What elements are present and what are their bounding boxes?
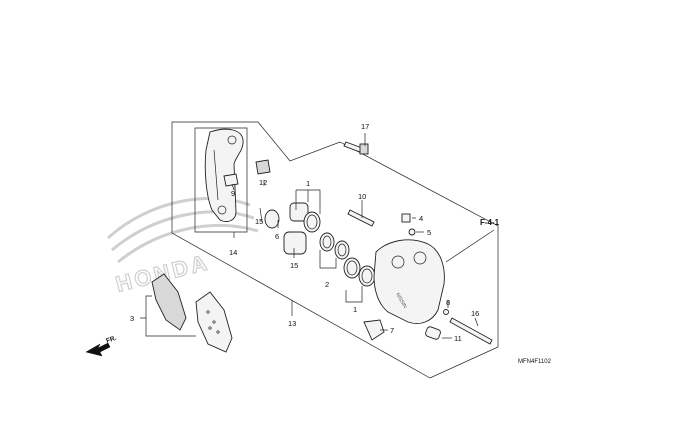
caliper-assembly-outline — [171, 121, 499, 379]
clip-9 — [223, 173, 239, 187]
bolt-17 — [343, 141, 369, 155]
callout-5: 5 — [427, 228, 431, 237]
bleeder-cap-4-5 — [401, 213, 416, 236]
callout-1-lower: 1 — [353, 305, 357, 314]
callout-4: 4 — [419, 214, 423, 223]
callout-8: 8 — [446, 298, 450, 307]
pad-spring-7 — [363, 319, 385, 341]
callout-15-lower: 15 — [290, 261, 298, 270]
callout-7: 7 — [390, 326, 394, 335]
bleed-screw-10 — [347, 209, 375, 227]
callout-17: 17 — [361, 122, 369, 131]
callout-14: 14 — [229, 248, 237, 257]
caliper-bracket — [204, 128, 244, 223]
pin-boot — [255, 159, 271, 175]
pin-11 — [425, 326, 441, 340]
plug-8 — [443, 309, 449, 315]
piston-lower — [283, 231, 307, 255]
front-direction-label: FR. — [105, 335, 117, 345]
callout-6: 6 — [275, 232, 279, 241]
piston-seal-group-lower — [319, 232, 376, 287]
leader-lines — [140, 133, 495, 339]
section-reference: F-4-1 — [480, 218, 500, 227]
bracket-assembly-outline — [194, 127, 248, 233]
callout-12: 12 — [259, 178, 267, 187]
callout-2: 2 — [325, 280, 329, 289]
diagram-reference-code: MFN4F1102 — [518, 359, 552, 365]
piston-seal-group-upper — [264, 202, 321, 233]
brake-pad-inner — [195, 291, 233, 353]
callout-15-upper: 15 — [255, 217, 263, 226]
caliper-body: NISSIN — [373, 239, 445, 324]
callout-1-upper: 1 — [306, 179, 310, 188]
callout-10: 10 — [358, 192, 366, 201]
callout-11: 11 — [454, 334, 462, 343]
callout-3: 3 — [130, 314, 134, 323]
front-direction-arrow: FR. — [85, 335, 118, 357]
callout-13: 13 — [288, 319, 296, 328]
pad-pin-16 — [449, 317, 493, 345]
brake-pad-outer — [151, 273, 187, 331]
callout-9: 9 — [231, 189, 235, 198]
callout-16: 16 — [471, 309, 479, 318]
